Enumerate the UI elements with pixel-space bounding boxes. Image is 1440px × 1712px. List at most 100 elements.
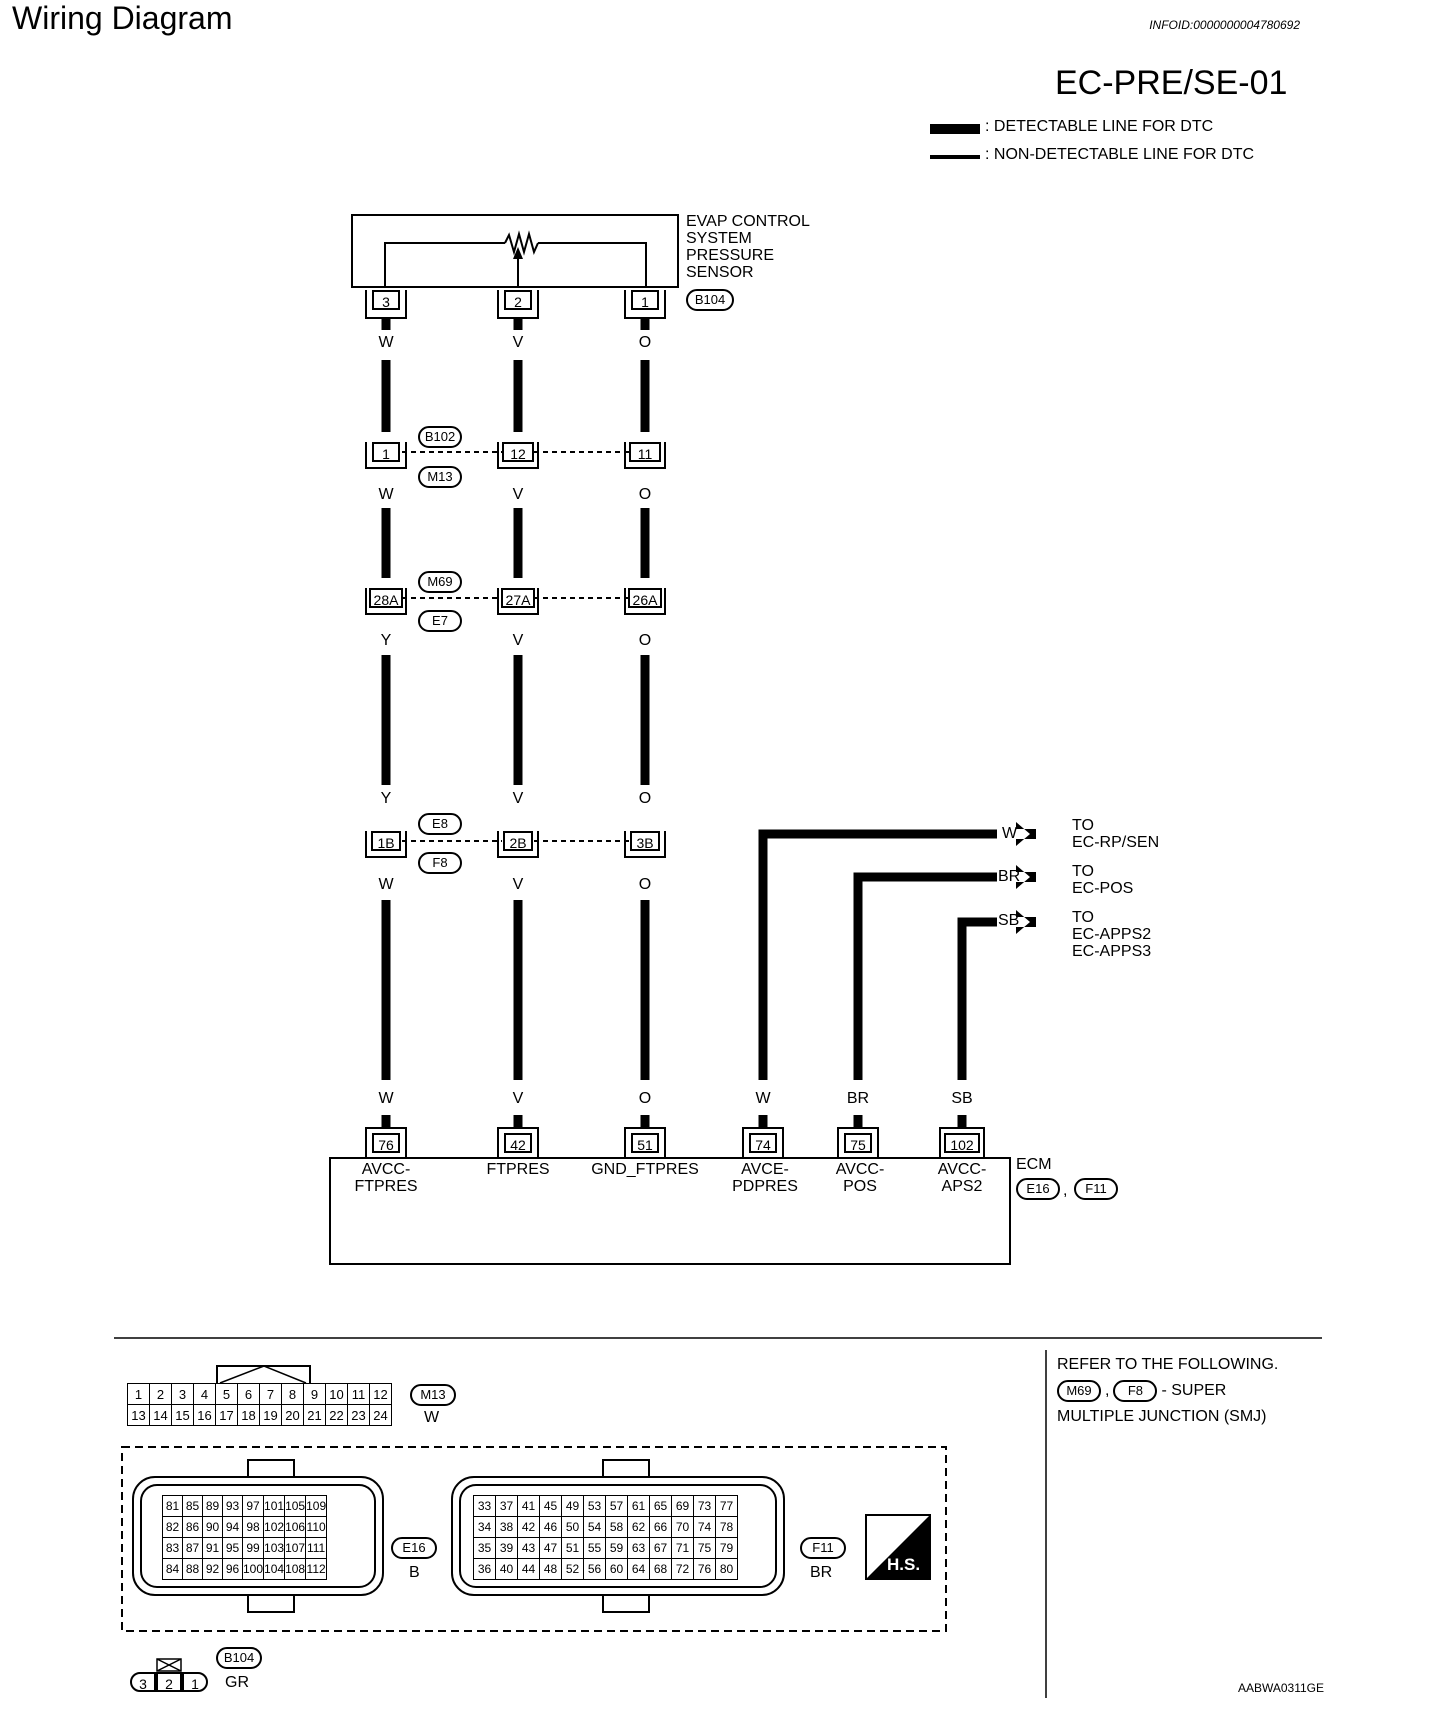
ecm-pin-label: AVCC- FTPRES	[354, 1161, 417, 1195]
pin-cell: 9	[303, 1383, 326, 1405]
pin-cell: 111	[305, 1537, 328, 1559]
ecm-connector-sep: ,	[1063, 1182, 1068, 1199]
m13-color: W	[424, 1409, 440, 1426]
wire-color-label: O	[638, 334, 652, 351]
ecm-pin: 76	[372, 1133, 400, 1153]
wire-color-label: Y	[380, 632, 392, 649]
pin-cell: 94	[222, 1516, 243, 1538]
pin-cell: 63	[627, 1537, 650, 1559]
jn-bracket	[624, 442, 666, 469]
pin-cell: 8	[281, 1383, 304, 1405]
pin-cell: 2	[149, 1383, 172, 1405]
junction-pin: 27A	[501, 588, 535, 608]
e16-row: 82 86 90 94 98 102 106 110	[162, 1516, 328, 1538]
output-wire-color: BR	[998, 868, 1021, 885]
ecm-pin-label: GND_FTPRES	[591, 1161, 699, 1178]
wire-color-label: W	[378, 1090, 394, 1107]
ecm-body	[329, 1157, 1011, 1265]
pin-cell: 104	[263, 1558, 286, 1580]
output-dest-line: EC-POS	[1072, 880, 1134, 897]
pin-cell: 102	[263, 1516, 286, 1538]
page-title: Wiring Diagram	[12, 0, 233, 36]
sensor-name-line: SYSTEM	[686, 230, 752, 247]
reference-note: REFER TO THE FOLLOWING. M69 , F8 - SUPER…	[1057, 1352, 1278, 1430]
wire-color-label: V	[512, 1090, 524, 1107]
pin-cell: 16	[193, 1404, 216, 1426]
pin-cell: 24	[369, 1404, 392, 1426]
pin-cell: 45	[539, 1495, 562, 1517]
pin-cell: 71	[671, 1537, 694, 1559]
junction-pin: 1	[372, 442, 400, 462]
pin-cell: 58	[605, 1516, 628, 1538]
pin-cell: 95	[222, 1537, 243, 1559]
pin-cell: 37	[495, 1495, 518, 1517]
jn-bracket	[497, 588, 539, 615]
pin-cell: 84	[162, 1558, 183, 1580]
ecm-connector-badge: E16	[1016, 1178, 1060, 1200]
b104-pin: 3	[130, 1672, 156, 1692]
junction-pin: 11	[629, 442, 661, 462]
pin-cell: 99	[241, 1537, 265, 1559]
e16-latch-top	[247, 1459, 295, 1478]
wiper-arrow-icon	[513, 247, 523, 259]
m13-key-frame	[216, 1365, 311, 1384]
pin-cell: 56	[583, 1558, 606, 1580]
ecm-pin-label-line: GND_FTPRES	[591, 1161, 699, 1178]
e16-connector-grid: 81 85 89 93 97 101 105 109 82 86 90 94 9…	[162, 1495, 328, 1580]
wire-color-label: W	[378, 876, 394, 893]
ecm-pin-label: FTPRES	[486, 1161, 549, 1178]
sensor-internal-wire-right	[538, 242, 647, 287]
pin-cell: 46	[539, 1516, 562, 1538]
ecm-pin: 51	[631, 1133, 659, 1153]
reference-suffix: - SUPER	[1161, 1382, 1227, 1399]
wire-color-label: W	[755, 1090, 771, 1107]
pin-cell: 34	[473, 1516, 496, 1538]
pin-cell: 68	[649, 1558, 672, 1580]
sensor-name-line: PRESSURE	[686, 247, 775, 264]
pin-cell: 55	[583, 1537, 606, 1559]
pin-cell: 17	[215, 1404, 238, 1426]
e16-latch-bottom	[247, 1594, 295, 1613]
pin-cell: 11	[347, 1383, 370, 1405]
pin-cell: 78	[715, 1516, 738, 1538]
wire-102-sb	[957, 917, 997, 1080]
pin-cell: 57	[605, 1495, 628, 1517]
ecm-pin-label-line: PDPRES	[732, 1178, 798, 1195]
pin-cell: 52	[561, 1558, 584, 1580]
b104-pin: 2	[156, 1672, 182, 1692]
junction-brackets	[365, 442, 666, 858]
pin-cell: 77	[715, 1495, 738, 1517]
reference-sep: ,	[1105, 1382, 1110, 1399]
ecm-connector-badge: F11	[1074, 1178, 1118, 1200]
hs-icon-triangle	[866, 1515, 930, 1579]
pin-cell: 18	[237, 1404, 260, 1426]
pin-cell: 109	[305, 1495, 328, 1517]
jn-bracket	[365, 442, 407, 469]
ecm-pin: 42	[504, 1133, 532, 1153]
reference-line: MULTIPLE JUNCTION (SMJ)	[1057, 1408, 1267, 1425]
f11-row: 34 38 42 46 50 54 58 62 66 70 74 78	[473, 1516, 738, 1538]
ecm-name: ECM	[1016, 1156, 1052, 1173]
pin-cell: 21	[303, 1404, 326, 1426]
pin-cell: 51	[561, 1537, 584, 1559]
potentiometer-icon	[504, 230, 539, 256]
ecm-pin: 102	[944, 1133, 980, 1153]
pin-cell: 4	[193, 1383, 216, 1405]
pin-cell: 60	[605, 1558, 628, 1580]
e16-row: 81 85 89 93 97 101 105 109	[162, 1495, 328, 1517]
m13-connector-badge: M13	[410, 1384, 456, 1406]
sensor-pin: 1	[631, 290, 659, 310]
connector-shells	[365, 290, 985, 1159]
sensor-pin-shell	[365, 290, 407, 319]
pin-cell: 112	[305, 1558, 328, 1580]
ecm-pin-label-line: APS2	[941, 1178, 983, 1195]
reference-line: M69 , F8 - SUPER	[1057, 1378, 1278, 1404]
pin-cell: 14	[149, 1404, 172, 1426]
m13-row: 1 2 3 4 5 6 7 8 9 10 11 12	[127, 1383, 392, 1405]
figure-id: AABWA0311GE	[1237, 1681, 1324, 1695]
jn-bracket	[365, 831, 407, 858]
b104-color: GR	[225, 1674, 249, 1691]
wire-stubs	[381, 318, 967, 1128]
b104-connector-badge: B104	[216, 1647, 262, 1669]
